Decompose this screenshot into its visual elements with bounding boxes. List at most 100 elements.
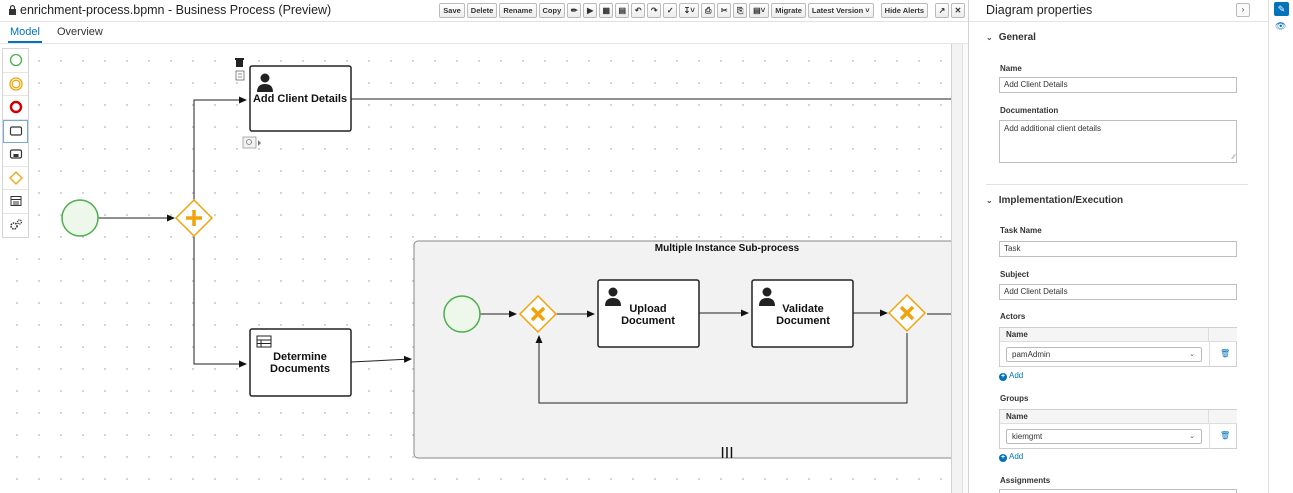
multi-instance-marker: III	[720, 445, 733, 462]
task-determine-label-2: Documents	[270, 363, 330, 375]
tab-model[interactable]: Model	[8, 26, 42, 43]
actors-select[interactable]: pamAdmin ⌄	[1006, 347, 1202, 362]
close-icon[interactable]: ✕	[951, 3, 965, 18]
data-object-icon	[10, 196, 21, 207]
tab-overview[interactable]: Overview	[57, 26, 103, 38]
task-tool[interactable]	[3, 119, 28, 143]
business-rule-icon	[256, 335, 272, 348]
validate-icon[interactable]: ✓	[663, 3, 678, 18]
shape-palette	[2, 48, 29, 238]
subject-field[interactable]: Add Client Details	[999, 284, 1237, 300]
collapse-panel-icon[interactable]: ›	[1236, 3, 1250, 17]
task-determine-label-1: Determine	[273, 351, 327, 363]
latest-version-dropdown[interactable]: Latest Version ˅	[807, 3, 874, 18]
task-add-client-details: Add Client Details	[249, 65, 352, 132]
add-actor-link[interactable]: +Add	[999, 371, 1023, 381]
editor-titlebar: enrichment-process.bpmn - Business Proce…	[0, 0, 968, 22]
groups-table: Name kiemgmt ⌄ 🗑	[999, 409, 1237, 449]
edit-icon[interactable]: ✏	[567, 3, 582, 18]
actors-header-spacer	[1209, 328, 1237, 342]
task-name-field[interactable]: Task	[999, 241, 1237, 257]
name-label: Name	[1000, 64, 1022, 73]
section-general[interactable]: ⌄General	[986, 32, 1036, 43]
groups-divider	[1209, 424, 1210, 449]
grid-icon[interactable]: ▦	[599, 3, 614, 18]
properties-title: Diagram properties	[986, 3, 1093, 17]
undo-icon[interactable]: ↶	[631, 3, 646, 18]
chevron-down-icon: ⌄	[986, 196, 993, 205]
documentation-field[interactable]: Add additional client details ∕∕	[999, 120, 1237, 163]
start-event-tool[interactable]	[3, 49, 28, 73]
flow-loop-back	[535, 333, 908, 404]
migrate-button[interactable]: Migrate	[771, 3, 806, 18]
task-validate-label-2: Document	[776, 315, 830, 327]
parallel-gateway	[174, 198, 214, 238]
actors-select-value: pamAdmin	[1012, 350, 1051, 359]
editor-title: enrichment-process.bpmn - Business Proce…	[8, 3, 331, 17]
end-event-tool[interactable]	[3, 96, 28, 120]
actors-name-header: Name	[1000, 328, 1209, 342]
actors-table: Name pamAdmin ⌄ 🗑	[999, 327, 1237, 367]
copy-button[interactable]: Copy	[538, 3, 566, 18]
documentation-text: Add additional client details	[1004, 124, 1101, 133]
assignments-field[interactable]	[999, 489, 1237, 493]
hide-alerts-button[interactable]: Hide Alerts	[880, 3, 928, 18]
cut-icon[interactable]: ✂	[717, 3, 732, 18]
paste-icon[interactable]: ⎘	[733, 3, 748, 18]
canvas-splitter[interactable]	[962, 44, 968, 493]
latest-version-label: Latest Version	[811, 6, 864, 15]
save-button[interactable]: Save	[439, 3, 465, 18]
name-field[interactable]: Add Client Details	[999, 77, 1237, 93]
subprocess-icon	[9, 149, 22, 159]
task-add-client-label: Add Client Details	[253, 93, 347, 105]
documentation-label: Documentation	[1000, 106, 1059, 115]
subject-label: Subject	[1000, 270, 1029, 279]
task-upload-label-1: Upload	[629, 303, 666, 315]
subprocess-multiple-instance: Multiple Instance Sub-process III	[413, 240, 962, 462]
flow-determine-to-subprocess	[350, 355, 412, 363]
bpmn-diagram: Add Client Details	[61, 58, 962, 462]
flow-gateway-to-determine	[193, 236, 247, 368]
maximize-icon[interactable]: ↗	[935, 3, 949, 18]
clear-icon[interactable]: ▤	[615, 3, 630, 18]
data-object-tool[interactable]	[3, 190, 28, 214]
groups-select[interactable]: kiemgmt ⌄	[1006, 429, 1202, 444]
copy-icon[interactable]: ⎙	[701, 3, 716, 18]
custom-tasks-tool[interactable]	[3, 214, 28, 238]
edit-properties-icon[interactable]: ✎	[1274, 2, 1289, 16]
intermediate-event-icon	[8, 77, 23, 91]
eye-icon[interactable]: 👁	[1275, 21, 1287, 31]
section-implementation[interactable]: ⌄ Implementation/Execution	[986, 195, 1123, 206]
download-icon[interactable]: ↧˅	[679, 3, 700, 18]
trash-icon[interactable]: 🗑	[1220, 431, 1231, 440]
groups-header-spacer	[1209, 410, 1237, 424]
exclusive-gateway-1	[518, 294, 558, 334]
gears-icon	[9, 219, 22, 231]
add-group-link[interactable]: +Add	[999, 452, 1023, 462]
diagram-canvas[interactable]: Add Client Details	[0, 44, 962, 493]
resize-grip-icon[interactable]: ∕∕	[1232, 154, 1235, 161]
intermediate-event-tool[interactable]	[3, 73, 28, 96]
flow-gateway-to-add-client	[193, 96, 247, 200]
subprocess-tool[interactable]	[3, 143, 28, 167]
chevron-down-icon: ⌄	[1189, 433, 1195, 440]
rename-button[interactable]: Rename	[499, 3, 537, 18]
end-event-icon	[9, 101, 22, 114]
inner-start-event	[443, 295, 481, 333]
add-group-label: Add	[1009, 452, 1024, 461]
gateway-tool[interactable]	[3, 167, 28, 190]
redo-icon[interactable]: ↷	[647, 3, 662, 18]
side-toolbar: ✎ 👁	[1268, 0, 1293, 493]
trash-icon[interactable]: 🗑	[1220, 349, 1231, 358]
plus-circle-icon: +	[999, 454, 1007, 462]
start-event	[61, 199, 99, 237]
canvas-scrollbar[interactable]	[951, 44, 962, 493]
delete-button[interactable]: Delete	[466, 3, 498, 18]
section-implementation-label: Implementation/Execution	[998, 195, 1124, 206]
task-upload-label-2: Document	[621, 315, 675, 327]
layout-icon[interactable]: ▤˅	[749, 3, 770, 18]
add-actor-label: Add	[1009, 371, 1024, 380]
task-type-icon	[242, 136, 261, 149]
editor-tabs: Model Overview	[0, 22, 968, 44]
play-icon[interactable]: ▶	[583, 3, 598, 18]
